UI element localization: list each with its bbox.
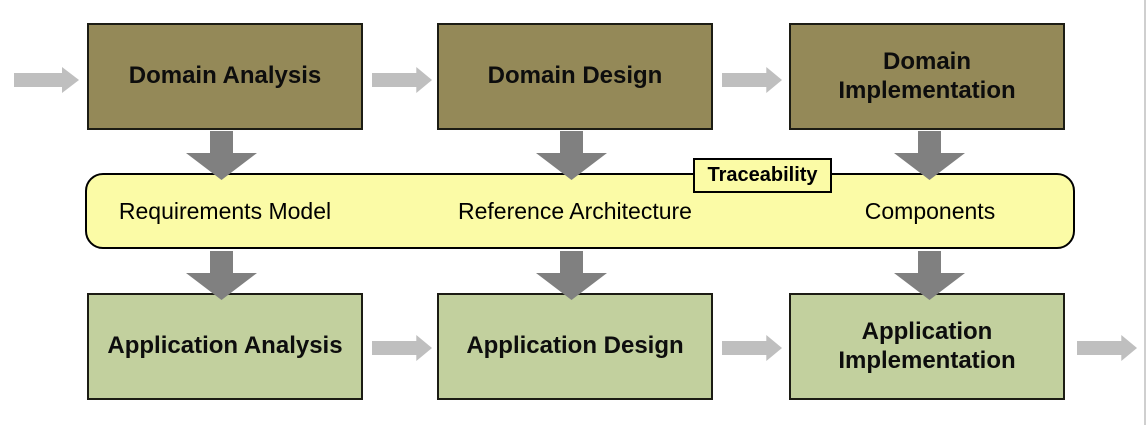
flow-arrow-down-icon xyxy=(186,251,257,300)
artifact-band xyxy=(85,173,1075,249)
page-edge-line xyxy=(1144,0,1146,425)
artifact-components: Components xyxy=(864,197,996,224)
box-domain-implementation: Domain Implementation xyxy=(789,23,1065,130)
artifact-reference-architecture: Reference Architecture xyxy=(458,197,692,224)
flow-arrow-down-icon xyxy=(894,251,965,300)
flow-arrow-down-icon xyxy=(894,131,965,180)
box-application-analysis: Application Analysis xyxy=(87,293,363,400)
box-domain-analysis: Domain Analysis xyxy=(87,23,363,130)
box-application-design: Application Design xyxy=(437,293,713,400)
flow-arrow-right-icon xyxy=(1077,335,1137,361)
flow-arrow-right-icon xyxy=(722,335,782,361)
flow-arrow-right-icon xyxy=(372,67,432,93)
flow-arrow-down-icon xyxy=(186,131,257,180)
traceability-tag: Traceability xyxy=(693,158,832,193)
flow-arrow-down-icon xyxy=(536,251,607,300)
flow-arrow-down-icon xyxy=(536,131,607,180)
box-application-implementation: Application Implementation xyxy=(789,293,1065,400)
artifact-requirements-model: Requirements Model xyxy=(118,197,332,224)
flow-arrow-right-icon xyxy=(372,335,432,361)
flow-arrow-right-icon xyxy=(14,67,79,93)
flow-arrow-right-icon xyxy=(722,67,782,93)
box-domain-design: Domain Design xyxy=(437,23,713,130)
